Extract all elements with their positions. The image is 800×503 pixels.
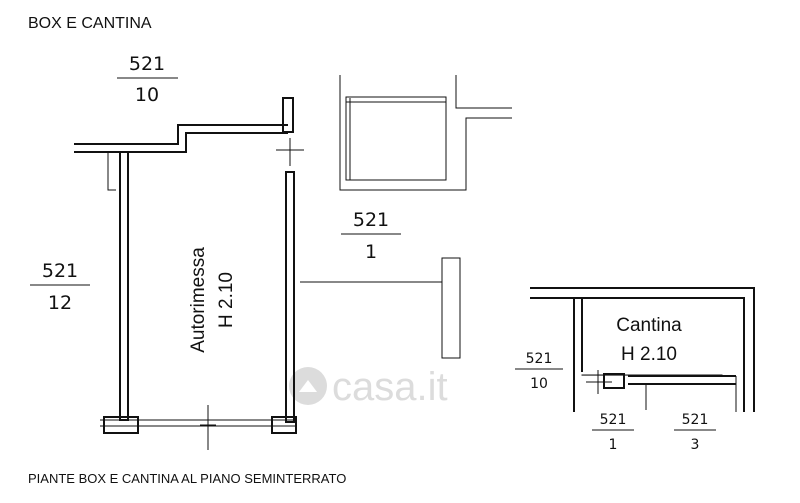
parcel-521-1-bottom: 521 1 <box>592 412 634 453</box>
svg-text:521: 521 <box>682 412 709 428</box>
svg-text:10: 10 <box>530 376 548 392</box>
svg-text:1: 1 <box>609 437 618 453</box>
watermark: casa.it <box>289 365 448 409</box>
box-garage-walls <box>74 97 304 450</box>
svg-text:3: 3 <box>691 437 700 453</box>
svg-text:521: 521 <box>353 209 389 231</box>
watermark-text: casa.it <box>332 365 448 409</box>
parcel-521-1-mid: 521 1 <box>341 209 401 263</box>
parcel-521-12: 521 12 <box>30 260 90 314</box>
svg-text:12: 12 <box>48 292 72 314</box>
svg-text:1: 1 <box>365 241 377 263</box>
parcel-521-10-right: 521 10 <box>515 351 563 392</box>
cantina-label: Cantina <box>616 315 682 336</box>
svg-text:521: 521 <box>600 412 627 428</box>
svg-text:521: 521 <box>42 260 78 282</box>
pillar-block <box>441 257 461 359</box>
autorimessa-height: H 2.10 <box>216 272 237 328</box>
parcel-521-3: 521 3 <box>674 412 716 453</box>
autorimessa-label: Autorimessa <box>188 247 209 353</box>
cantina-walls <box>530 287 755 412</box>
plan-title: BOX E CANTINA <box>28 15 152 32</box>
neighbour-walls <box>339 75 512 191</box>
svg-text:521: 521 <box>526 351 553 367</box>
cantina-height: H 2.10 <box>621 344 677 365</box>
svg-text:521: 521 <box>129 53 165 75</box>
parcel-521-10-top: 521 10 <box>117 53 178 106</box>
plan-caption: PIANTE BOX E CANTINA AL PIANO SEMINTERRA… <box>28 471 346 486</box>
svg-text:10: 10 <box>135 84 159 106</box>
